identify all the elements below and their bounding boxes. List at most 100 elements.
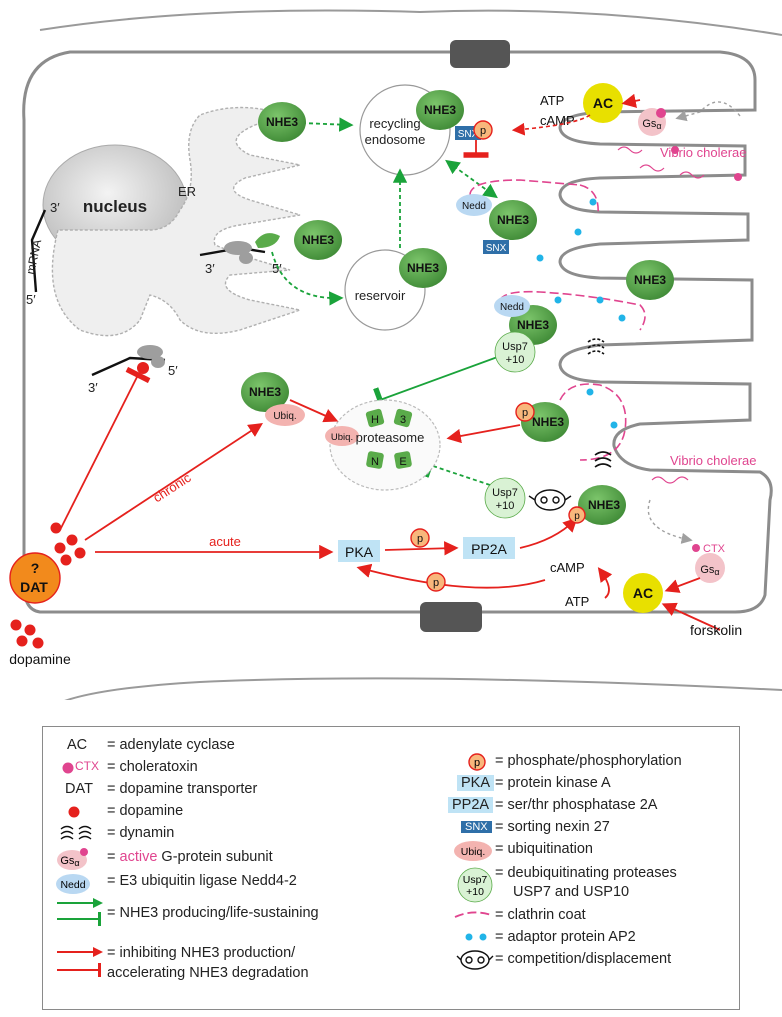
svg-text:+10: +10: [466, 886, 484, 898]
neighbor-cell-bottom: [64, 677, 782, 700]
nhe3-regulation-diagram: nucleus ER mRNA 3′ 5′ 3′ 5′ 3′ 5′ recycl…: [9, 9, 782, 700]
svg-text:?: ?: [31, 560, 40, 576]
competition-glyph: [528, 489, 572, 511]
mrna-label: mRNA: [23, 238, 44, 275]
svg-text:Ubiq.: Ubiq.: [331, 432, 353, 443]
ac-apical: [583, 83, 623, 123]
forskolin-label: forskolin: [690, 622, 742, 638]
pka-box: [338, 540, 380, 562]
svg-text:ATP: ATP: [540, 93, 564, 108]
svg-text:Ubiq.: Ubiq.: [273, 411, 296, 422]
svg-text:SNX: SNX: [486, 243, 507, 254]
er-label: ER: [178, 184, 196, 199]
dat: [9, 552, 61, 604]
svg-text:SNX: SNX: [458, 129, 479, 140]
svg-text:3′: 3′: [88, 380, 98, 395]
svg-text:cAMP: cAMP: [550, 560, 585, 575]
svg-text:NHE3: NHE3: [588, 498, 620, 512]
svg-text:Nedd: Nedd: [462, 201, 486, 212]
svg-text:5′: 5′: [168, 363, 178, 378]
svg-text:DAT: DAT: [20, 579, 48, 595]
tight-junction-top: [450, 40, 510, 68]
svg-text:N: N: [371, 456, 379, 468]
nhe3-er-new: NHE3: [294, 220, 342, 260]
svg-text:reservoir: reservoir: [355, 288, 406, 303]
svg-text:3′: 3′: [205, 261, 215, 276]
endoplasmic-reticulum: [51, 106, 303, 337]
nhe3-ubiq: NHE3: [241, 372, 289, 412]
svg-text:recycling: recycling: [369, 116, 420, 131]
mrna-strand: [30, 209, 47, 293]
svg-text:NHE3: NHE3: [517, 318, 549, 332]
svg-text:Usp7: Usp7: [502, 341, 528, 353]
svg-text:Nedd: Nedd: [60, 879, 85, 891]
svg-text:3′: 3′: [50, 200, 60, 215]
usp7-1: [494, 331, 536, 373]
neighbor-cell-top: [39, 9, 782, 36]
svg-text:5′: 5′: [26, 292, 36, 307]
tight-junction-bottom: [420, 602, 482, 632]
svg-text:Gsα: Gsα: [700, 564, 719, 577]
svg-text:3: 3: [400, 414, 406, 426]
svg-text:5′: 5′: [272, 261, 282, 276]
svg-text:NHE3: NHE3: [249, 385, 281, 399]
svg-text:endosome: endosome: [365, 132, 426, 147]
svg-text:p: p: [522, 407, 528, 419]
svg-text:cAMP: cAMP: [540, 113, 575, 128]
svg-text:Nedd: Nedd: [500, 302, 524, 313]
svg-text:Ubiq.: Ubiq.: [461, 846, 486, 858]
pp2a-box: [463, 537, 515, 559]
svg-text:PP2A: PP2A: [471, 541, 507, 557]
dopamine-label: dopamine: [9, 651, 71, 667]
nhe3-membrane: NHE3: [626, 260, 674, 300]
svg-text:NHE3: NHE3: [424, 103, 456, 117]
dynamin: [587, 338, 612, 468]
svg-text:chronic: chronic: [150, 470, 194, 506]
svg-text:p: p: [574, 511, 580, 522]
svg-text:+10: +10: [506, 354, 525, 366]
svg-text:NHE3: NHE3: [634, 273, 666, 287]
dopamine-dots: [10, 522, 86, 649]
nucleus-label: nucleus: [83, 197, 147, 216]
nhe3-reservoir: NHE3: [399, 248, 447, 288]
legend-ac: AC: [67, 737, 88, 753]
ubiq-1: [265, 404, 305, 426]
legend: AC = adenylate cyclase CTX = choleratoxi…: [42, 726, 740, 1010]
snx-box-2: [483, 240, 509, 254]
svg-text:Usp7: Usp7: [492, 487, 518, 499]
svg-text:proteasome: proteasome: [356, 430, 425, 445]
nedd-1: [456, 194, 492, 216]
svg-text:NHE3: NHE3: [497, 213, 529, 227]
svg-text:AC: AC: [633, 585, 653, 601]
svg-text:p: p: [480, 125, 486, 137]
svg-text:p: p: [417, 533, 423, 545]
svg-text:Gsα: Gsα: [642, 118, 661, 131]
svg-text:AC: AC: [593, 95, 613, 111]
svg-text:CTX: CTX: [703, 543, 726, 555]
svg-text:acute: acute: [209, 534, 241, 549]
svg-text:NHE3: NHE3: [302, 233, 334, 247]
nhe3-er: NHE3: [258, 102, 306, 142]
phosphate-endosome: [473, 120, 493, 140]
svg-text:p: p: [433, 577, 439, 589]
svg-text:Usp7: Usp7: [463, 874, 488, 886]
nhe3-nedd-snx: NHE3: [489, 200, 537, 240]
svg-text:NHE3: NHE3: [532, 415, 564, 429]
cell-membrane: [22, 50, 773, 614]
vibrio-apical: Vibrio cholerae: [660, 145, 746, 160]
nhe3-phospho-membrane: NHE3: [578, 485, 626, 525]
nhe3-endosome: NHE3: [416, 90, 464, 130]
svg-text:H: H: [371, 414, 379, 426]
svg-text:NHE3: NHE3: [266, 115, 298, 129]
ac-basal: [623, 573, 663, 613]
proteasome: [329, 399, 441, 491]
usp7-2: [484, 477, 526, 519]
svg-text:PKA: PKA: [345, 544, 374, 560]
svg-text:p: p: [474, 757, 480, 769]
svg-text:E: E: [399, 456, 406, 468]
svg-text:+10: +10: [496, 500, 515, 512]
svg-text:Gsα: Gsα: [60, 855, 79, 868]
nedd-2: [494, 295, 530, 317]
vibrio-basal: Vibrio cholerae: [670, 453, 756, 468]
svg-text:ATP: ATP: [565, 594, 589, 609]
